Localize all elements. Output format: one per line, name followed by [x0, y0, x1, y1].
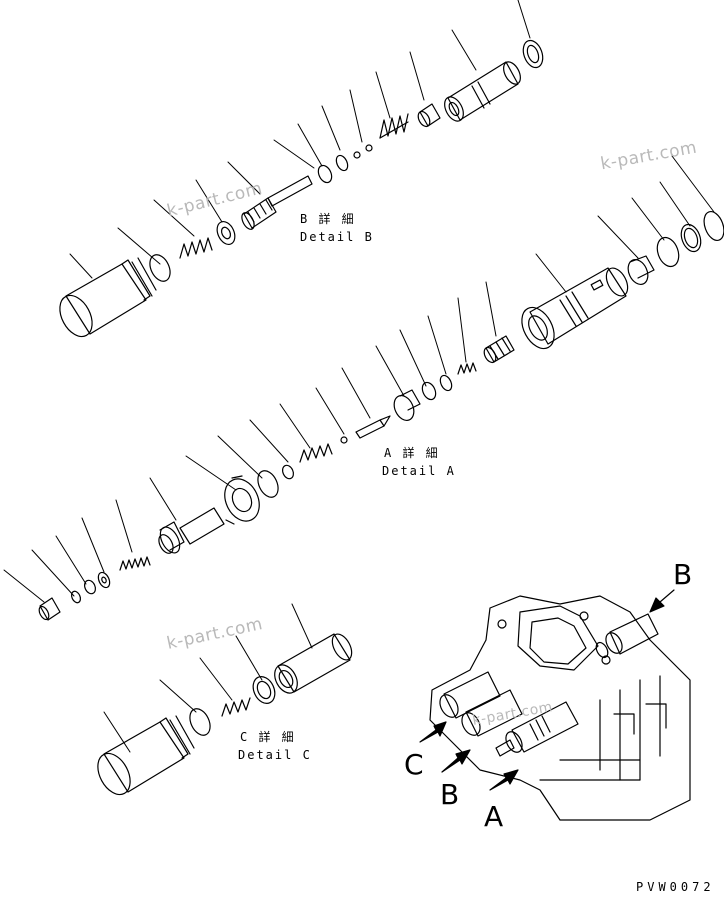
detail-b-ball	[365, 144, 373, 152]
callout-c: C	[404, 748, 424, 781]
detail-a-adjust-screw	[158, 507, 225, 554]
valve-cartridge-a	[495, 701, 579, 757]
valve-cartridge-b	[461, 689, 523, 737]
detail-a-leader-lines	[3, 155, 715, 603]
detail-a-cap-nut	[38, 597, 61, 621]
callout-b-top: B	[673, 558, 693, 591]
detail-b-end-ring	[522, 39, 544, 69]
detail-b-ball-seat	[353, 151, 361, 159]
detail-a-lock-nut	[224, 475, 260, 525]
detail-a-needle	[355, 415, 391, 439]
detail-b-bushing	[417, 103, 441, 128]
detail-b-o-ring	[317, 164, 333, 184]
detail-b-spring-2	[179, 237, 213, 259]
detail-a-spring-3	[119, 556, 151, 571]
detail-c-leader-lines	[103, 603, 313, 753]
detail-a-spring-2	[299, 443, 333, 463]
detail-a-threaded-plug	[483, 335, 515, 364]
detail-b-large-o-ring	[149, 254, 171, 282]
detail-b-poppet	[241, 175, 313, 230]
detail-a-assembly	[3, 155, 724, 621]
detail-a-ball	[340, 436, 348, 444]
arrow-c-icon	[419, 721, 447, 743]
detail-c-o-ring	[189, 708, 211, 736]
detail-a-large-o-ring	[257, 470, 279, 498]
detail-b-plug	[59, 257, 157, 338]
detail-b-title: B 詳 細	[300, 212, 356, 226]
detail-a-backup-ring	[680, 223, 702, 253]
drawing-code: PVW0072	[636, 880, 715, 894]
detail-b-nut	[216, 221, 236, 245]
detail-b-subtitle: Detail B	[300, 230, 374, 244]
detail-b-spring	[379, 113, 409, 139]
detail-a-ring	[439, 374, 453, 392]
detail-c-ring	[252, 676, 276, 704]
detail-b-ring	[335, 154, 349, 172]
detail-a-small-ring	[70, 590, 82, 604]
detail-a-washer	[83, 579, 97, 595]
callout-arrows	[419, 589, 675, 791]
arrow-b-icon	[441, 749, 471, 773]
detail-a-adapter	[627, 255, 655, 285]
valve-cartridge-c	[439, 671, 501, 719]
detail-a-seat	[393, 389, 421, 421]
detail-c-title: C 詳 細	[240, 730, 296, 744]
detail-a-nut	[97, 571, 111, 589]
detail-c-assembly	[97, 603, 353, 796]
detail-a-spring	[457, 362, 477, 375]
detail-c-spring	[221, 697, 251, 717]
detail-a-subtitle: Detail A	[382, 464, 456, 478]
valve-body	[429, 595, 691, 821]
callout-b: B	[440, 778, 460, 811]
arrow-b-top-icon	[649, 589, 675, 613]
detail-a-title: A 詳 細	[384, 446, 440, 460]
detail-b-leader-lines	[69, 0, 531, 279]
detail-a-o-ring-3	[421, 381, 437, 401]
detail-a-o-ring-2	[656, 236, 680, 268]
detail-b-sleeve	[444, 61, 521, 122]
detail-c-subtitle: Detail C	[238, 748, 312, 762]
detail-b-assembly	[59, 0, 544, 338]
valve-cartridge-b-top	[595, 613, 659, 659]
detail-a-sleeve	[521, 267, 629, 350]
arrow-a-icon	[489, 769, 519, 791]
callout-a: A	[484, 800, 504, 833]
detail-a-o-ring-1	[703, 210, 724, 242]
detail-a-cap	[281, 464, 295, 480]
detail-c-sleeve	[274, 633, 353, 694]
detail-c-plug	[97, 715, 195, 796]
